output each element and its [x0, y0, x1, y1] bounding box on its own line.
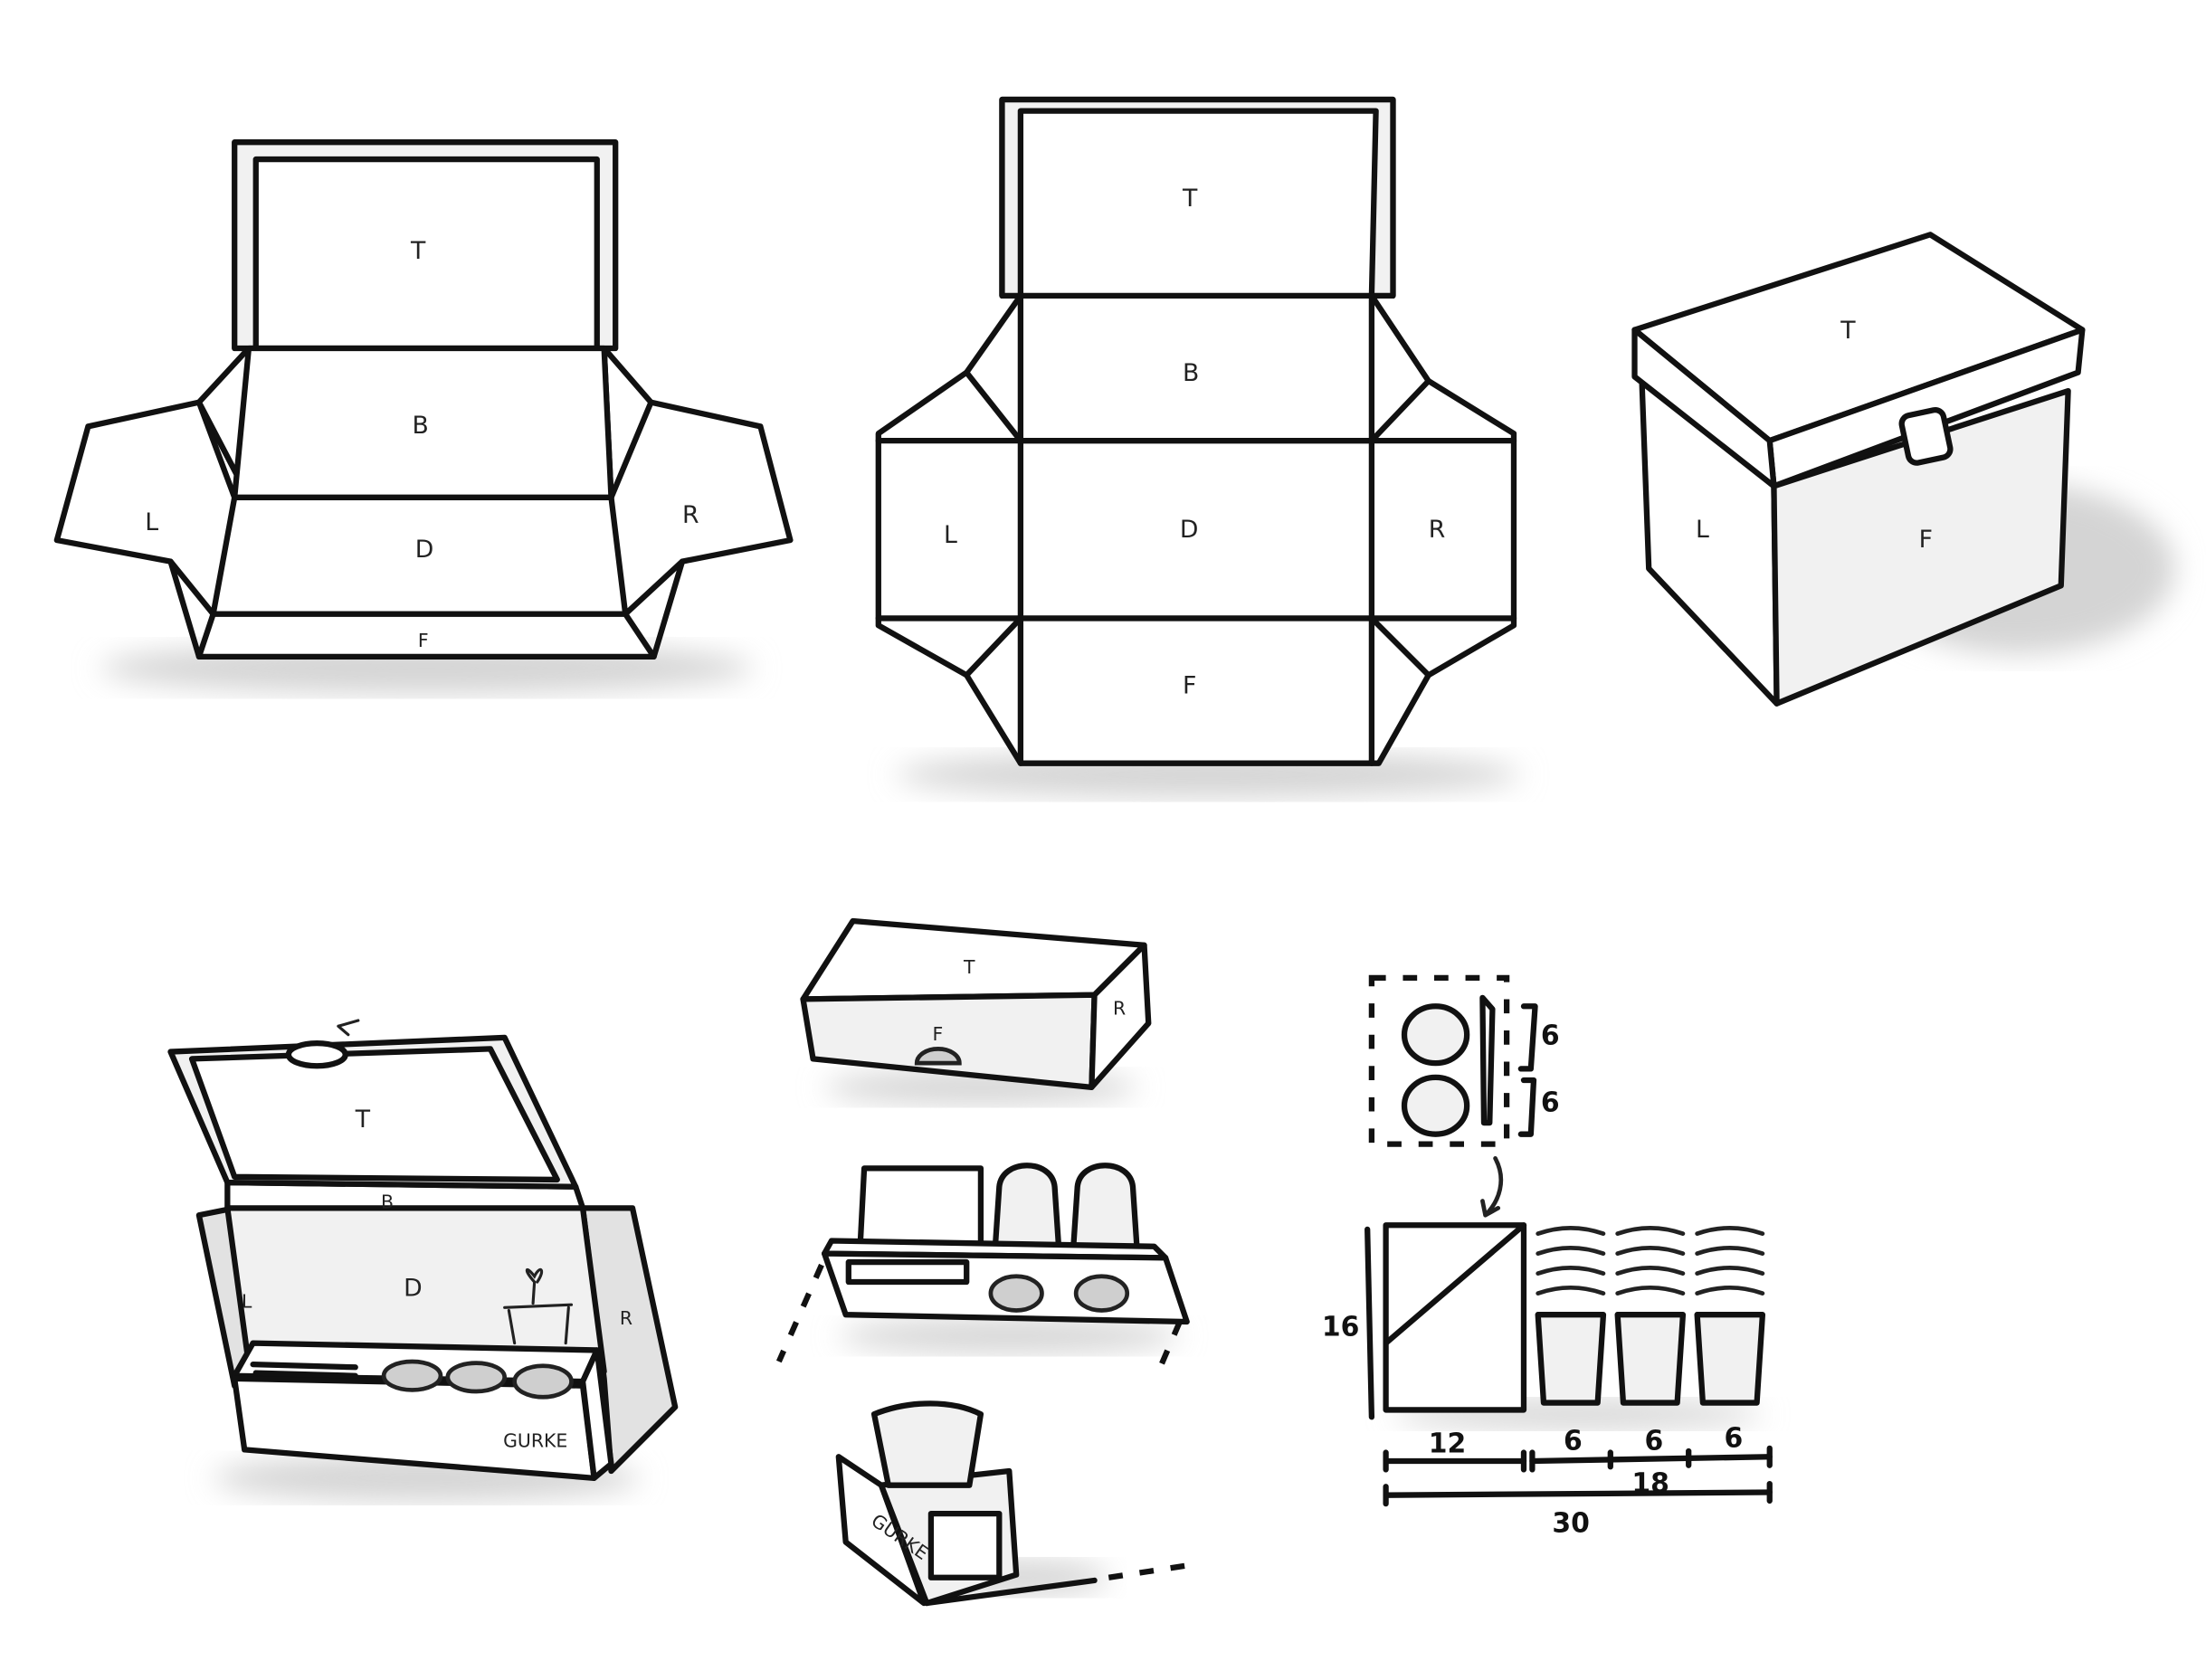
label-right: R	[1113, 998, 1126, 1020]
sketch-flat-box: T F R	[800, 917, 1152, 1105]
right-flap	[601, 345, 794, 617]
label-front: F	[418, 630, 429, 651]
label-back: B	[381, 1191, 394, 1212]
label-front: F	[1919, 526, 1933, 554]
label-left: L	[145, 508, 158, 536]
cup-stack	[1535, 1226, 1607, 1406]
dim-panel-height: 16	[1322, 1312, 1360, 1343]
label-bottom: D	[1180, 516, 1199, 544]
sketch-open-flat-box: T B D F L R	[53, 139, 794, 694]
label-back: B	[413, 412, 429, 440]
card-slot-card	[857, 1165, 984, 1254]
label-bottom: D	[415, 536, 434, 564]
dim-cup-width-2: 6	[1645, 1425, 1664, 1457]
label-top: T	[1182, 185, 1198, 213]
label-top: T	[963, 956, 975, 978]
dim-cup-width-1: 6	[1564, 1425, 1583, 1457]
brand-label: GURKE	[503, 1429, 567, 1451]
label-right: R	[682, 501, 699, 529]
cup	[992, 1163, 1062, 1254]
label-right: R	[620, 1307, 632, 1329]
label-top: T	[410, 237, 426, 265]
sketch-closed-box: T F L	[1631, 232, 2175, 707]
arrow-icon	[1480, 1156, 1504, 1218]
dim-cups-total: 18	[1631, 1468, 1669, 1500]
label-front: F	[932, 1023, 943, 1045]
cup	[870, 1400, 984, 1488]
sketch-open-display-box: T B D L R GURKE	[167, 1019, 679, 1501]
plant-sketch	[503, 1267, 574, 1345]
box-right	[1089, 942, 1152, 1090]
dim-overall-width: 30	[1552, 1508, 1590, 1540]
cup-stack	[1694, 1226, 1766, 1406]
cup-stack	[1614, 1226, 1687, 1406]
label-bottom: D	[404, 1275, 423, 1303]
sketch-insert-tray	[775, 1163, 1190, 1373]
sketch-box-net: T B D F L R	[875, 96, 1521, 798]
label-front: F	[1183, 672, 1196, 700]
cup	[1070, 1163, 1140, 1254]
label-top: T	[1840, 317, 1856, 345]
box-front	[800, 992, 1098, 1090]
box-front	[1771, 387, 2071, 707]
insert-outline	[1368, 974, 1510, 1147]
dim-cup-width-3: 6	[1724, 1422, 1743, 1454]
sketch-dimensions: 6 6 16 12 6 6 6 18 30	[1322, 974, 1773, 1540]
label-left: L	[1696, 516, 1709, 544]
card-panel	[1383, 1222, 1527, 1413]
dim-panel-width: 12	[1429, 1428, 1467, 1460]
label-top: T	[355, 1106, 371, 1134]
label-back: B	[1183, 359, 1199, 387]
label-left: L	[242, 1290, 252, 1312]
clasp	[1898, 406, 1954, 466]
sketch-cup-stand: GURKE	[835, 1400, 1202, 1607]
label-left: L	[944, 521, 957, 549]
label-right: R	[1429, 516, 1446, 544]
dim-insert-height-1: 6	[1541, 1020, 1560, 1052]
dim-insert-height-2: 6	[1541, 1087, 1560, 1119]
